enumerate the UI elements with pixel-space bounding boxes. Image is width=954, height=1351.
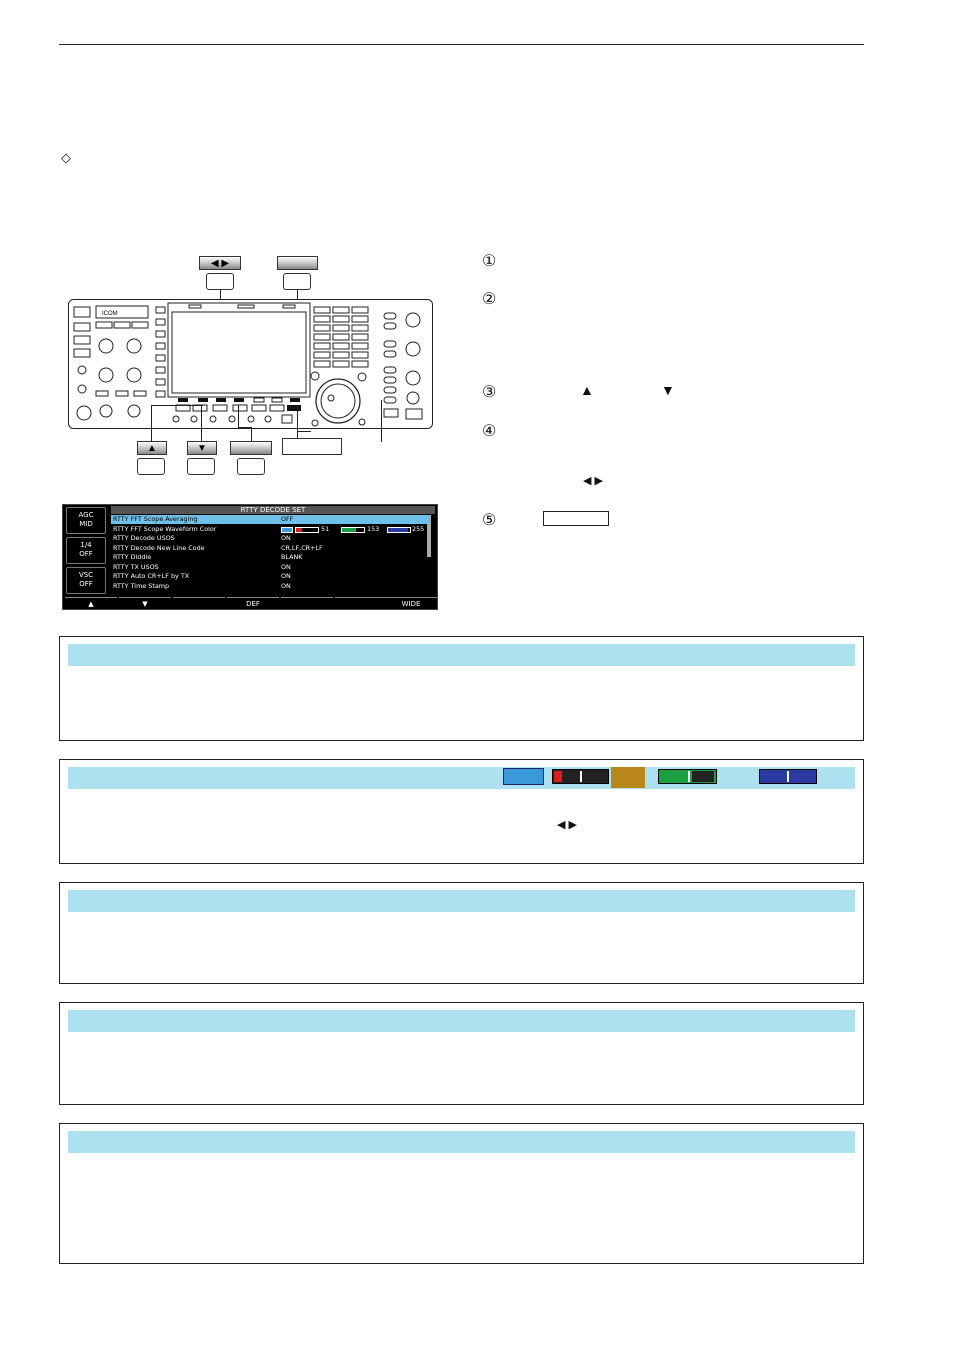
setting-box-5 xyxy=(59,1123,864,1264)
exit-label xyxy=(277,256,318,270)
setting-box-3 xyxy=(59,882,864,984)
menu-label xyxy=(282,438,342,455)
fkey-3[interactable] xyxy=(173,597,225,610)
arrow-lr-label: ◀ ▶ xyxy=(199,256,241,270)
fkey-6[interactable] xyxy=(335,597,387,610)
radio-diagram: ◀ ▶ ICOM xyxy=(60,250,445,480)
step-marker-1: ① xyxy=(482,253,497,270)
key-def[interactable] xyxy=(237,458,265,475)
lcd-title: RTTY DECODE SET xyxy=(111,506,435,514)
lcd-row[interactable]: RTTY FFT Scope Waveform Color 51 153 255 xyxy=(113,524,425,533)
step-marker-3: ③ xyxy=(482,384,497,401)
up-label: ▲ xyxy=(137,441,167,455)
red-bar xyxy=(552,769,609,784)
color-swatch-blue xyxy=(503,768,544,785)
setting-header xyxy=(68,767,855,789)
setting-box-1 xyxy=(59,636,864,741)
radio-front-panel: ICOM xyxy=(68,299,433,429)
lcd-scrollbar[interactable] xyxy=(427,515,431,557)
fkey-def[interactable]: DEF xyxy=(227,597,279,610)
fkey-wide[interactable]: WIDE xyxy=(385,597,437,610)
step-marker-4: ④ xyxy=(482,423,497,440)
setting-header xyxy=(68,1131,855,1153)
color-swatch-gold xyxy=(611,767,645,788)
fkey-5[interactable] xyxy=(281,597,333,610)
diamond-bullet-icon: ◇ xyxy=(61,150,71,165)
key-down[interactable] xyxy=(187,458,215,475)
setting-box-4 xyxy=(59,1002,864,1105)
setting-box-2: ◀ ▶ xyxy=(59,759,864,864)
step-marker-5: ⑤ xyxy=(482,512,497,529)
green-bar xyxy=(658,769,717,784)
svg-text:ICOM: ICOM xyxy=(102,311,118,317)
top-rule xyxy=(59,44,864,45)
lr-symbol-box2: ◀ ▶ xyxy=(557,819,577,831)
def-label xyxy=(230,441,272,455)
fkey-down[interactable]: ▼ xyxy=(119,597,171,610)
setting-header xyxy=(68,890,855,912)
key-lr[interactable] xyxy=(206,273,234,290)
setting-header xyxy=(68,644,855,666)
key-exit[interactable] xyxy=(283,273,311,290)
exit-key-outline xyxy=(543,511,609,526)
up-symbol: ▲ xyxy=(580,382,594,398)
setting-header xyxy=(68,1010,855,1032)
key-up[interactable] xyxy=(137,458,165,475)
blue-bar xyxy=(759,769,817,784)
down-label: ▼ xyxy=(187,441,217,455)
step-marker-2: ② xyxy=(482,291,497,308)
fkey-up[interactable]: ▲ xyxy=(65,597,117,610)
lr-symbol: ◀ ▶ xyxy=(583,475,603,487)
down-symbol: ▼ xyxy=(661,382,675,398)
